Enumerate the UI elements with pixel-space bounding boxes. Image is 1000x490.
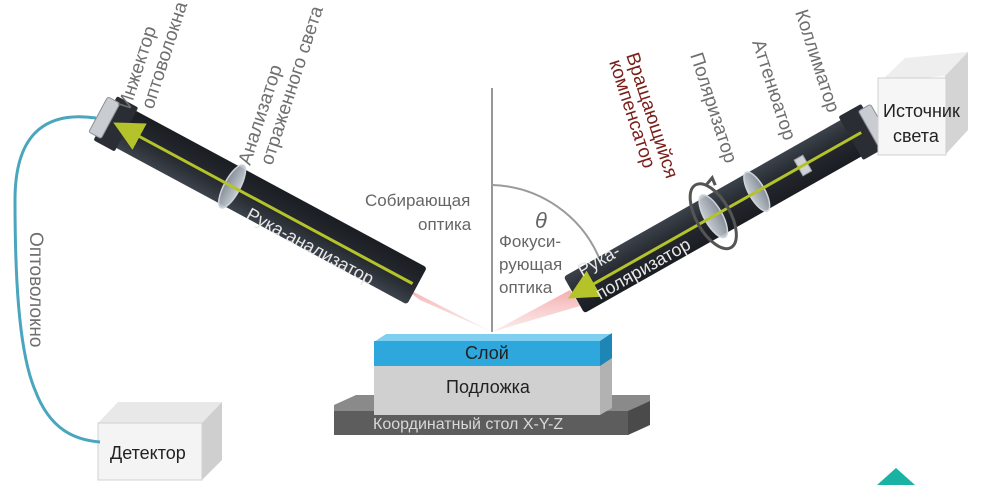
- rotation-arrow-icon: [688, 182, 738, 251]
- substrate-block: [374, 365, 600, 415]
- analyzer-beam: [113, 122, 414, 285]
- focusing-optics-label-1: Фокуси-: [499, 232, 561, 251]
- theta-symbol: θ: [535, 208, 547, 233]
- collecting-optics-label-2: оптика: [418, 215, 472, 234]
- collecting-optics-label-1: Собирающая: [365, 191, 470, 210]
- analyzer-light-cone: [400, 285, 492, 332]
- theta-arc: [491, 184, 601, 261]
- light-source-label-2: света: [893, 126, 940, 146]
- detector-box: [97, 402, 222, 481]
- optical-fiber-label: Оптоволокно: [25, 232, 46, 347]
- optical-fiber: [13, 115, 101, 444]
- polarizer-light-cone: [492, 290, 580, 332]
- light-source-label-1: Источник: [883, 101, 960, 121]
- layer-label: Слой: [465, 343, 509, 363]
- substrate-label: Подложка: [446, 377, 531, 397]
- focusing-optics-label-2: рующая: [499, 255, 562, 274]
- collimator-label: Коллиматор: [790, 7, 843, 115]
- stage-label: Координатный стол X-Y-Z: [373, 416, 563, 433]
- focusing-optics-label-3: оптика: [499, 278, 553, 297]
- corner-mark-icon: [877, 468, 915, 485]
- polarizer-label: Поляризатор: [685, 50, 740, 166]
- attenuator-label: Аттенюатор: [747, 37, 799, 143]
- light-source-box: [877, 52, 968, 156]
- polarizer-beam: [567, 131, 862, 299]
- sample-stack: [334, 333, 650, 435]
- layer-block: [374, 341, 600, 366]
- detector-label: Детектор: [110, 443, 186, 463]
- analyzer-arm: [88, 96, 426, 304]
